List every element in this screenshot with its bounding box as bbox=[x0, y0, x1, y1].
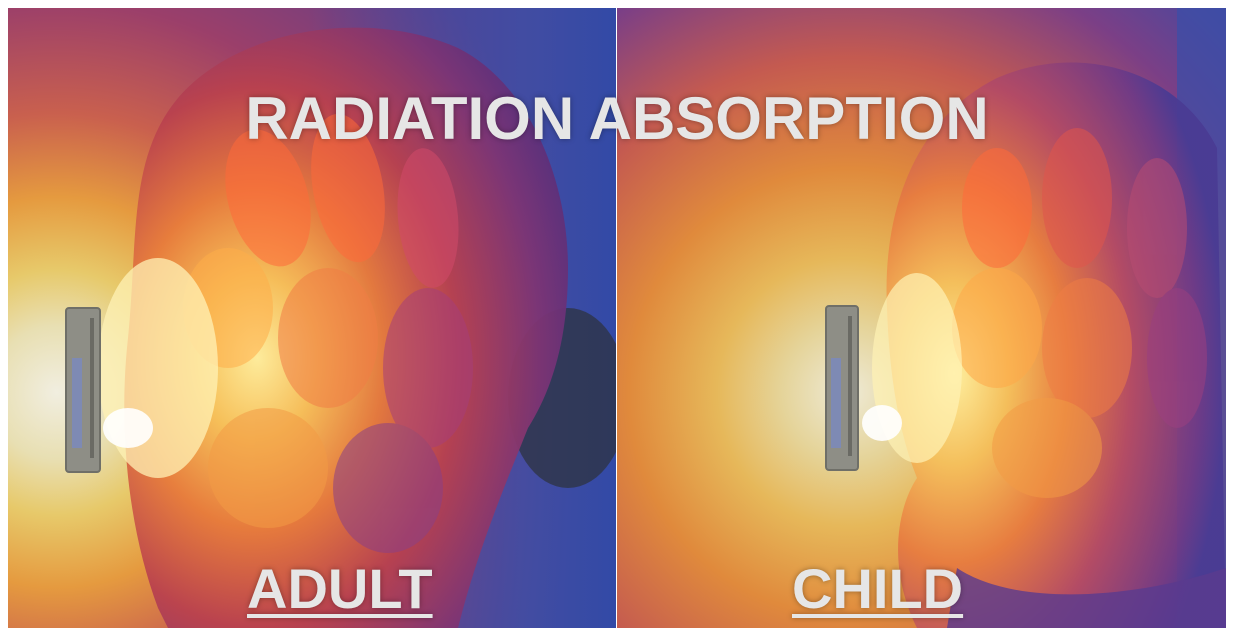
adult-label: ADULT bbox=[247, 556, 433, 621]
child-label: CHILD bbox=[792, 556, 963, 621]
title-text: RADIATION ABSORPTION bbox=[0, 84, 1234, 153]
